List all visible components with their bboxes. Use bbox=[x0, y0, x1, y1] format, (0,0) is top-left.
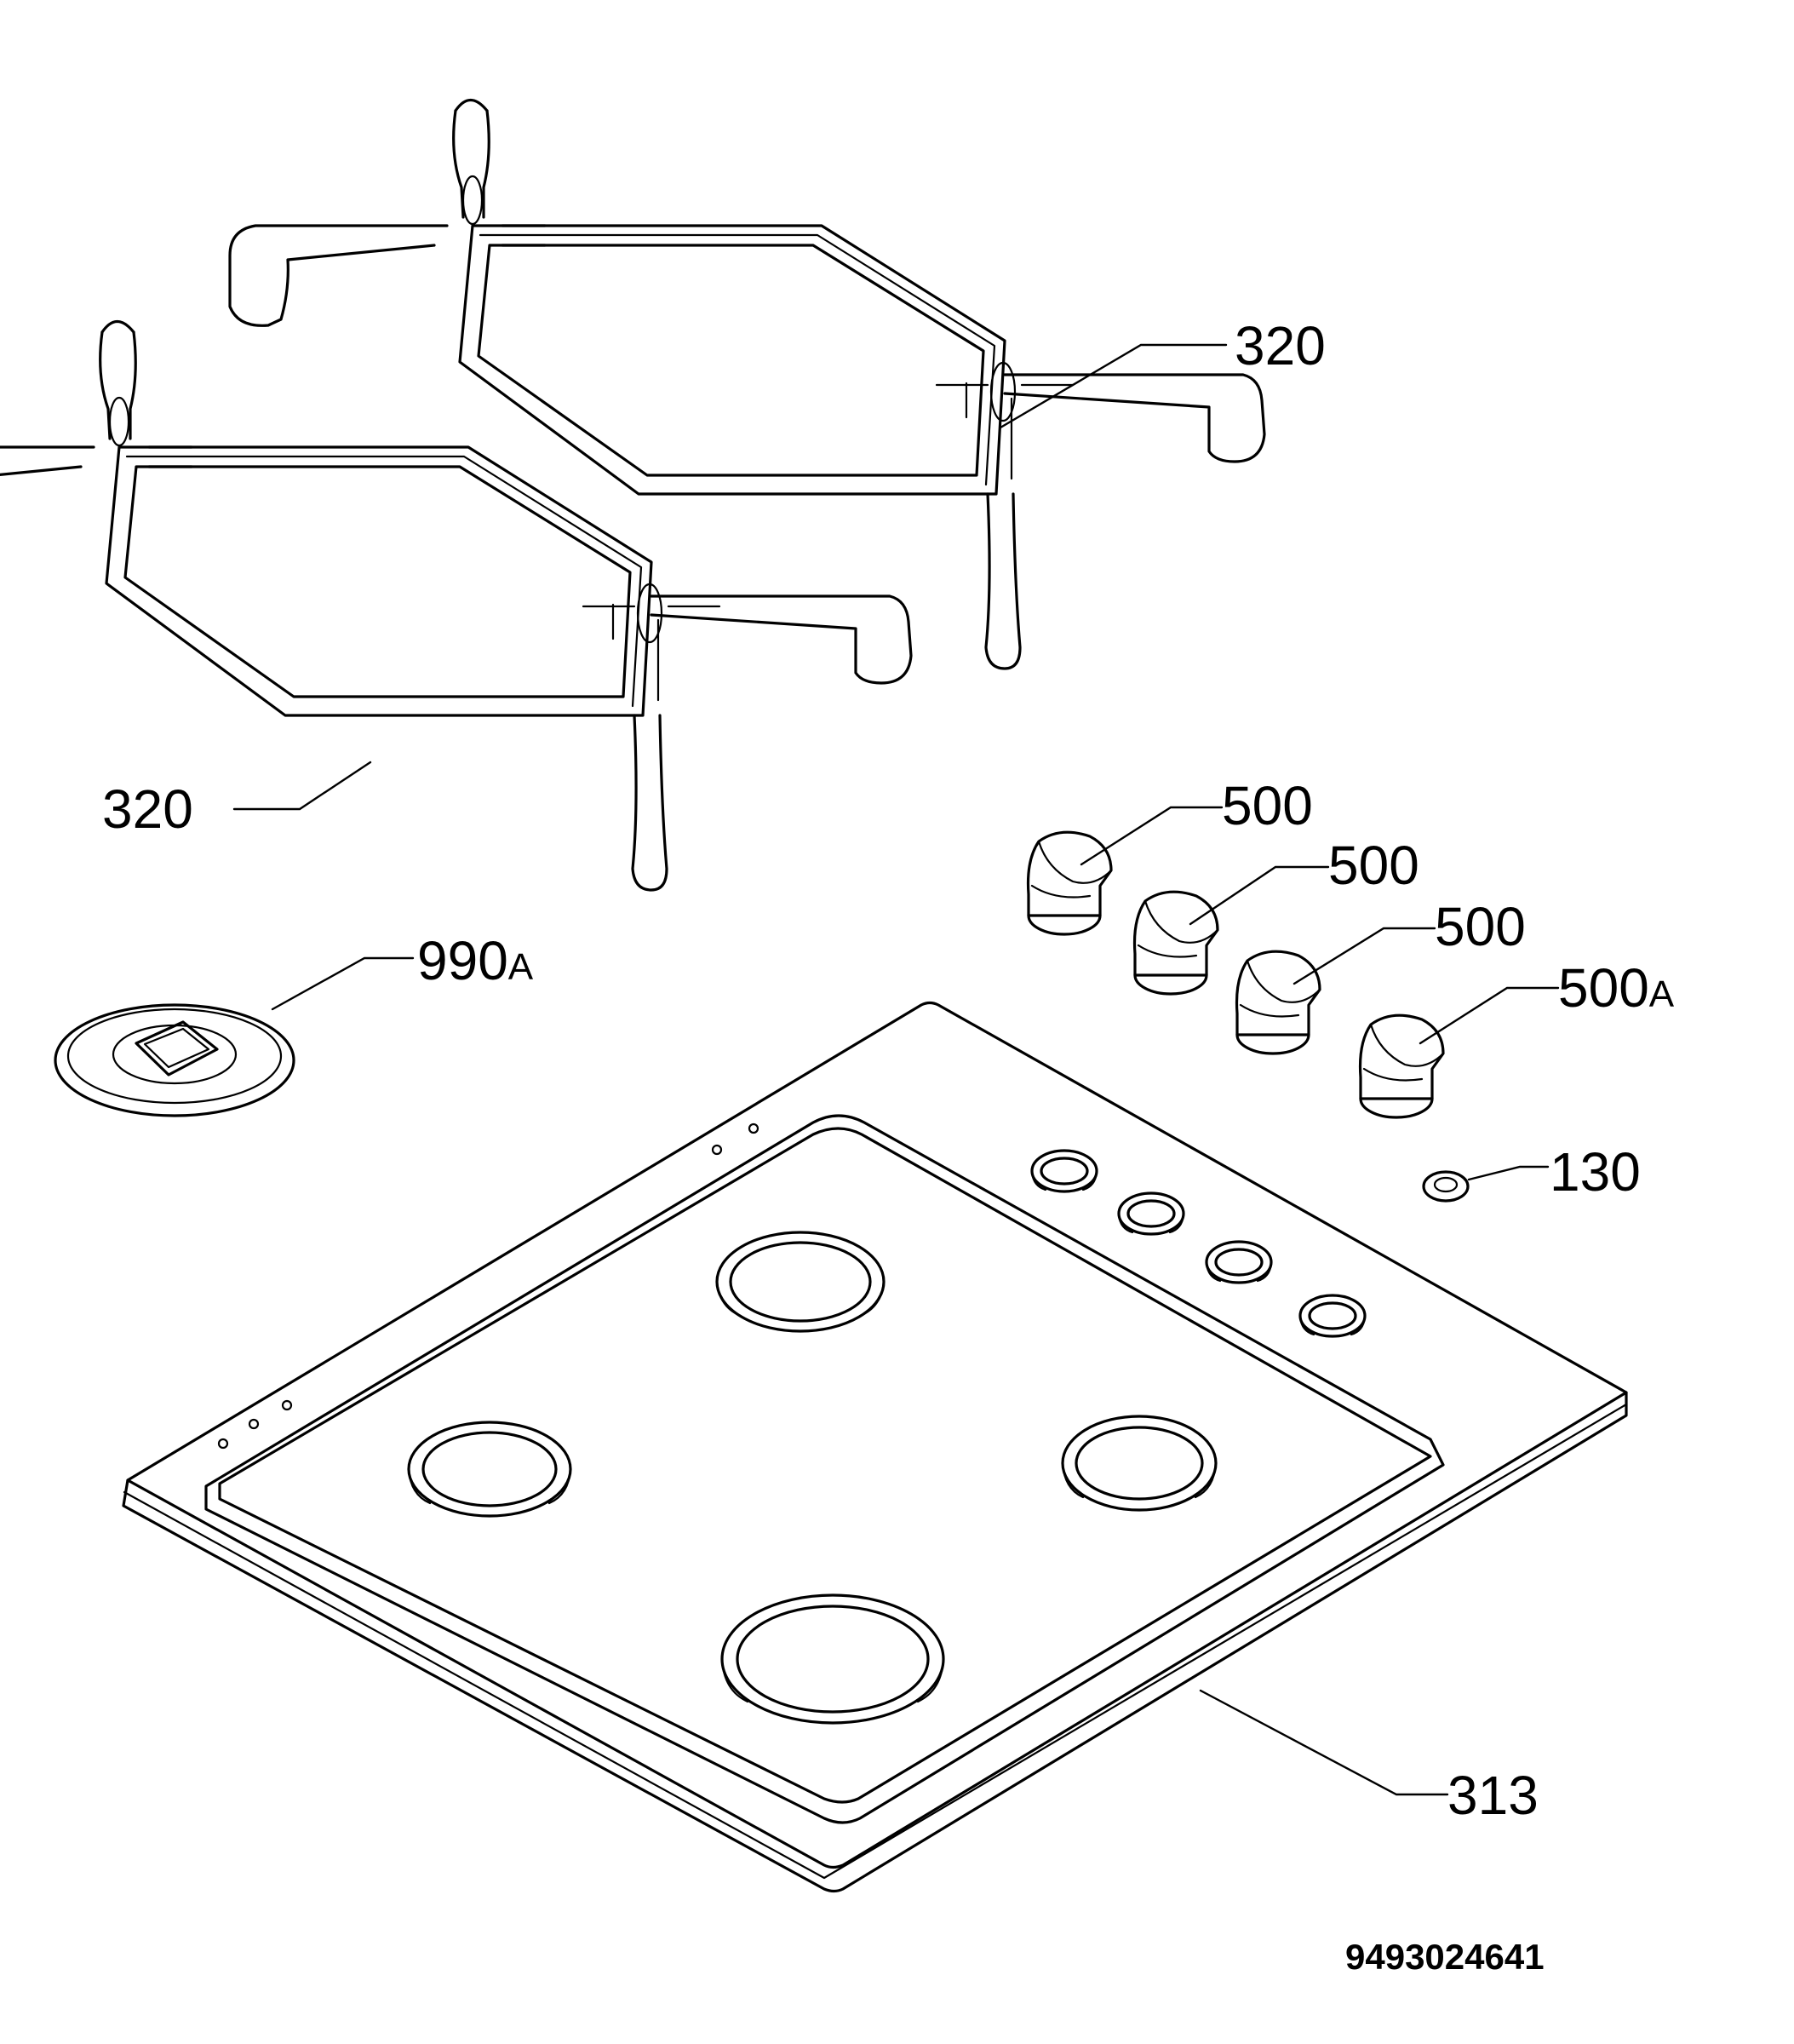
leader-lines bbox=[232, 343, 1560, 1796]
burner-opening-right bbox=[1061, 1415, 1218, 1512]
label-grid-left: 320 bbox=[102, 778, 193, 840]
label-knob-3: 500 bbox=[1435, 896, 1526, 957]
label-hob-top: 313 bbox=[1447, 1765, 1539, 1826]
knob-4 bbox=[1358, 1013, 1445, 1119]
label-knob-2: 500 bbox=[1328, 835, 1419, 896]
burner-cover-plate bbox=[54, 1003, 295, 1117]
label-knob-4: 500A bbox=[1558, 957, 1675, 1019]
label-knob-1: 500 bbox=[1222, 775, 1313, 836]
seal-ring bbox=[1422, 1170, 1470, 1203]
knob-3 bbox=[1235, 950, 1321, 1055]
burner-opening-left bbox=[407, 1421, 572, 1518]
hob-top-plate bbox=[122, 1001, 1628, 1893]
label-cover-plate: 990A bbox=[417, 930, 534, 991]
knob-1 bbox=[1026, 830, 1113, 936]
pan-support-top bbox=[228, 98, 1266, 670]
burner-opening-rear bbox=[715, 1231, 886, 1333]
label-seal: 130 bbox=[1550, 1141, 1641, 1203]
label-grid-top: 320 bbox=[1235, 315, 1326, 376]
knob-2 bbox=[1132, 890, 1219, 996]
burner-opening-front bbox=[720, 1593, 945, 1725]
document-code: 9493024641 bbox=[1345, 1937, 1545, 1977]
